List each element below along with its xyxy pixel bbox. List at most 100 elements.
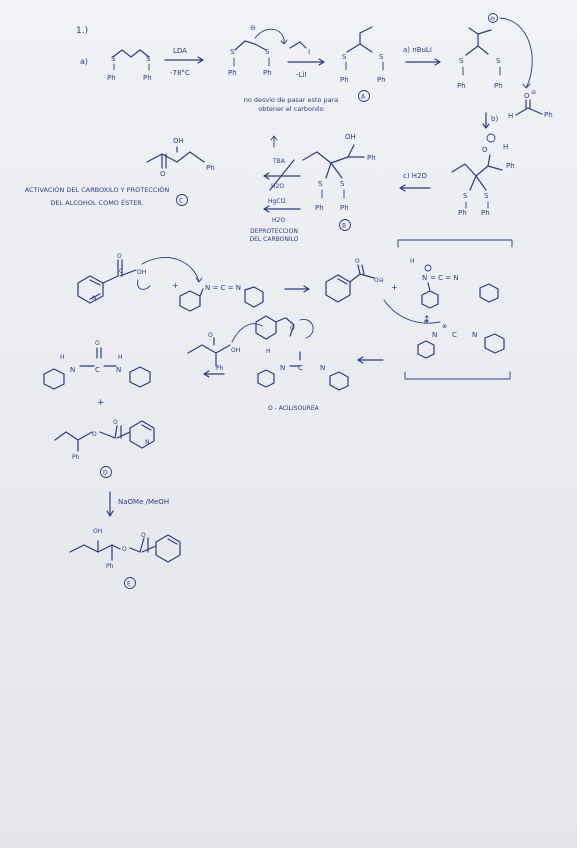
- svg-text:O: O: [113, 419, 118, 426]
- svg-text:Ph: Ph: [107, 74, 116, 82]
- activation-note: ACTIVACIÓN DEL CARBOXILO Y PROTECCIÓN DE…: [25, 186, 170, 207]
- reagent-naome: NaOMe /MeOH: [118, 498, 169, 506]
- svg-text:Ph: Ph: [340, 204, 349, 212]
- svg-text:O: O: [160, 170, 166, 178]
- label-e: E: [127, 581, 131, 588]
- nbuli-arrow: [405, 58, 441, 66]
- svg-text:Ph: Ph: [544, 111, 553, 119]
- plus-urea: +: [97, 398, 105, 408]
- deprotection-reagents: TBA H2O HgCl2 H2O DEPROTECCIÓN DEL CARBO…: [250, 158, 301, 243]
- svg-text:O: O: [290, 325, 295, 332]
- picolinic-acid: N O C OH: [77, 253, 203, 304]
- svg-text:S: S: [342, 53, 347, 61]
- dithioacetal-start: S S Ph Ph: [107, 49, 152, 82]
- svg-text:H2O: H2O: [272, 217, 285, 224]
- svg-text:Ph: Ph: [216, 365, 224, 372]
- bracket-bottom: [404, 371, 511, 380]
- dcc-reagent: + N = C = N: [172, 281, 264, 312]
- part-b-aldehyde: b) H O ⊖ Ph: [482, 89, 553, 129]
- problem-number: 1.): [76, 26, 88, 36]
- svg-text:OH: OH: [231, 347, 240, 354]
- svg-text:N: N: [422, 274, 427, 282]
- svg-text:H: H: [508, 112, 513, 120]
- svg-text:OH: OH: [345, 133, 356, 141]
- ethyl-iodide: I -LiI: [287, 41, 325, 79]
- svg-text:Ph: Ph: [106, 563, 114, 570]
- svg-text:O: O: [208, 332, 213, 339]
- svg-text:S: S: [379, 53, 384, 61]
- svg-text:O: O: [117, 253, 122, 260]
- svg-text:Ph: Ph: [206, 164, 215, 172]
- svg-text:C: C: [119, 268, 123, 275]
- o-acylisourea: O H N C N O - ACILISOUREA: [255, 315, 349, 412]
- svg-text:Ph: Ph: [458, 209, 467, 217]
- dithiane-anion: ⊖ S S Ph Ph: [228, 24, 288, 77]
- arrow-to-isourea: [357, 356, 384, 364]
- svg-text:N: N: [432, 331, 437, 339]
- svg-text:C: C: [298, 364, 303, 372]
- svg-text:N: N: [92, 295, 97, 302]
- svg-text:⊖: ⊖: [531, 89, 536, 96]
- alcohol-c: O OH Ph: [187, 323, 263, 378]
- note-carbonyl: no desvío de pasar esto para obtener el …: [244, 96, 338, 148]
- svg-text:S: S: [496, 57, 501, 65]
- water-arrow: [399, 184, 431, 192]
- svg-text:O: O: [92, 431, 97, 438]
- dithiane-anion-2: ⊖ S S Ph Ph: [457, 13, 533, 90]
- svg-text:OH: OH: [137, 269, 146, 276]
- svg-text:Ph: Ph: [377, 76, 386, 84]
- svg-text:O: O: [95, 340, 100, 347]
- svg-text:S: S: [340, 180, 345, 188]
- svg-text:⊖: ⊖: [250, 24, 256, 32]
- svg-text:S: S: [111, 55, 116, 63]
- svg-text:Ph: Ph: [143, 74, 152, 82]
- svg-text:N: N: [472, 331, 477, 339]
- dcc-resonance: H ⊕ N C N: [383, 299, 505, 359]
- svg-text:I: I: [308, 48, 310, 56]
- svg-text:⊖: ⊖: [490, 16, 495, 23]
- svg-text:Ph: Ph: [457, 82, 466, 90]
- svg-text:OH: OH: [173, 137, 184, 145]
- urea-byproduct: H N O C H N +: [43, 340, 151, 408]
- svg-text:Ph: Ph: [315, 204, 324, 212]
- compound-b: OH Ph S S Ph Ph B: [302, 133, 376, 231]
- svg-text:H: H: [118, 354, 123, 361]
- plus-sign: +: [391, 283, 398, 292]
- svg-text:H: H: [503, 143, 508, 151]
- reagent-nbuli: a) nBuLi: [403, 46, 432, 54]
- svg-text:Ph: Ph: [340, 76, 349, 84]
- svg-text:= C = N: = C = N: [430, 274, 459, 282]
- svg-text:H: H: [266, 348, 271, 355]
- svg-text:N: N: [145, 439, 150, 446]
- reagent-lda: LDA: [173, 47, 187, 55]
- reagent-temperature: -78°C: [170, 69, 190, 77]
- label-a: A: [361, 94, 366, 101]
- compound-e: OH O O Ph E: [69, 528, 181, 589]
- svg-text:N: N: [280, 364, 285, 372]
- svg-text:Ph: Ph: [72, 454, 80, 461]
- arrow-transesterification: [106, 491, 114, 517]
- isourea-name: O - ACILISOUREA: [268, 405, 320, 412]
- svg-text:H2O: H2O: [271, 183, 284, 190]
- svg-text:N: N: [116, 366, 121, 374]
- reagent-water: c) H2O: [403, 172, 428, 180]
- svg-text:S: S: [484, 192, 489, 200]
- label-c: C: [179, 198, 183, 205]
- svg-text:H: H: [410, 258, 415, 265]
- svg-text:+: +: [172, 281, 179, 290]
- svg-text:TBA: TBA: [272, 158, 286, 165]
- compound-c: OH O Ph C: [146, 137, 215, 206]
- svg-text:⊕: ⊕: [442, 323, 447, 330]
- svg-text:OH: OH: [93, 528, 102, 535]
- svg-text:HgCl2: HgCl2: [268, 198, 286, 205]
- svg-text:H: H: [60, 354, 65, 361]
- svg-text:Ph: Ph: [367, 154, 376, 162]
- svg-text:O: O: [122, 546, 127, 553]
- part-a-label: a): [80, 57, 88, 66]
- compound-d: O O N Ph D: [54, 419, 155, 478]
- svg-text:Ph: Ph: [506, 162, 515, 170]
- svg-text:N = C = N: N = C = N: [205, 284, 241, 292]
- protonated-dcc: H N = C = N: [410, 258, 499, 309]
- svg-text:N: N: [320, 364, 325, 372]
- svg-text:N: N: [70, 366, 75, 374]
